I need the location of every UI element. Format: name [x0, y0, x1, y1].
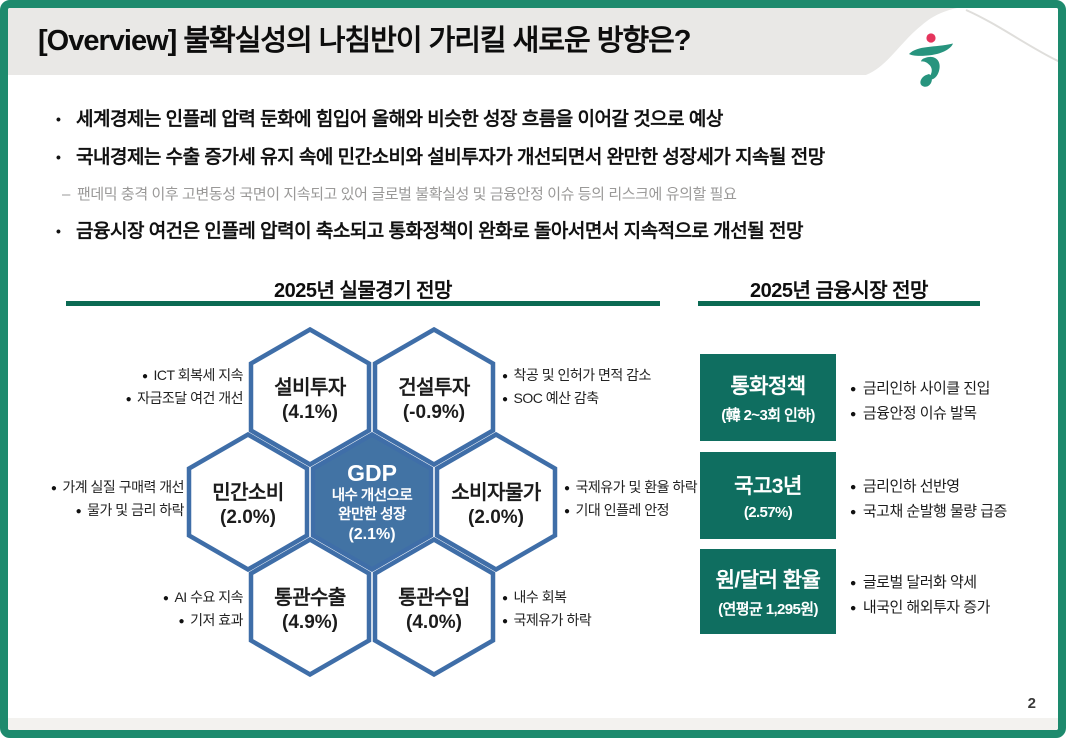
note-imports: 내수 회복 국제유가 하락	[502, 587, 592, 633]
real-economy-rule	[66, 301, 660, 306]
note-facility: ICT 회복세 지속 자금조달 여건 개선	[73, 365, 243, 411]
bullet-marker-icon: •	[56, 111, 61, 127]
financial-market-rule	[698, 301, 980, 306]
real-economy-title: 2025년 실물경기 전망	[274, 280, 452, 302]
hex-gdp-center: GDP 내수 개선으로 완만한 성장 (2.1%)	[310, 432, 434, 572]
header-band: [Overview] 불확실성의 나침반이 가리킬 새로운 방향은?	[8, 8, 1058, 75]
header-wave-decoration	[865, 8, 1058, 75]
page-number: 2	[1027, 695, 1036, 712]
hex-private-consumption: 민간소비 (2.0%)	[186, 432, 310, 572]
box-monetary-policy: 통화정책 (韓 2~3회 인하)	[700, 354, 836, 441]
note-consumption: 가계 실질 구매력 개선 물가 및 금리 하락	[14, 477, 184, 523]
box-usdkrw-rate: 원/달러 환율 (연평균 1,295원)	[700, 549, 836, 634]
box-treasury-3y: 국고3년 (2.57%)	[700, 452, 836, 539]
summary-bullet-3: • 금융시장 여건은 인플레 압력이 축소되고 통화정책이 완화로 돌아서면서 …	[56, 221, 804, 242]
note-usdkrw-rate: 글로벌 달러화 약세 내국인 해외투자 증가	[850, 571, 991, 621]
bullet-marker-icon: •	[56, 149, 61, 165]
bullet-marker-icon: •	[56, 223, 61, 239]
note-construction: 착공 및 인허가 면적 감소 SOC 예산 감축	[502, 365, 652, 411]
note-cpi: 국제유가 및 환율 하락 기대 인플레 안정	[564, 477, 698, 523]
hex-facility-investment: 설비투자 (4.1%)	[248, 327, 372, 467]
hex-consumer-prices: 소비자물가 (2.0%)	[434, 432, 558, 572]
dash-marker-icon: –	[62, 186, 70, 203]
note-treasury-3y: 금리인하 선반영 국고채 순발행 물량 급증	[850, 475, 1008, 525]
brand-logo-icon	[909, 33, 953, 87]
hex-construction-investment: 건설투자 (-0.9%)	[372, 327, 496, 467]
summary-bullet-2: • 국내경제는 수출 증가세 유지 속에 민간소비와 설비투자가 개선되면서 완…	[56, 147, 825, 168]
footer-strip	[8, 718, 1058, 730]
page-title: [Overview] 불확실성의 나침반이 가리킬 새로운 방향은?	[38, 25, 692, 57]
note-monetary-policy: 금리인하 사이클 진입 금융안정 이슈 발목	[850, 377, 991, 427]
summary-sub-bullet: – 팬데믹 충격 이후 고변동성 국면이 지속되고 있어 글로벌 불확실성 및 …	[62, 186, 737, 203]
note-exports: AI 수요 지속 기저 효과	[73, 587, 243, 633]
hex-customs-exports: 통관수출 (4.9%)	[248, 537, 372, 677]
hex-customs-imports: 통관수입 (4.0%)	[372, 537, 496, 677]
financial-market-title: 2025년 금융시장 전망	[750, 280, 928, 302]
summary-bullet-1: • 세계경제는 인플레 압력 둔화에 힘입어 올해와 비슷한 성장 흐름을 이어…	[56, 109, 723, 130]
